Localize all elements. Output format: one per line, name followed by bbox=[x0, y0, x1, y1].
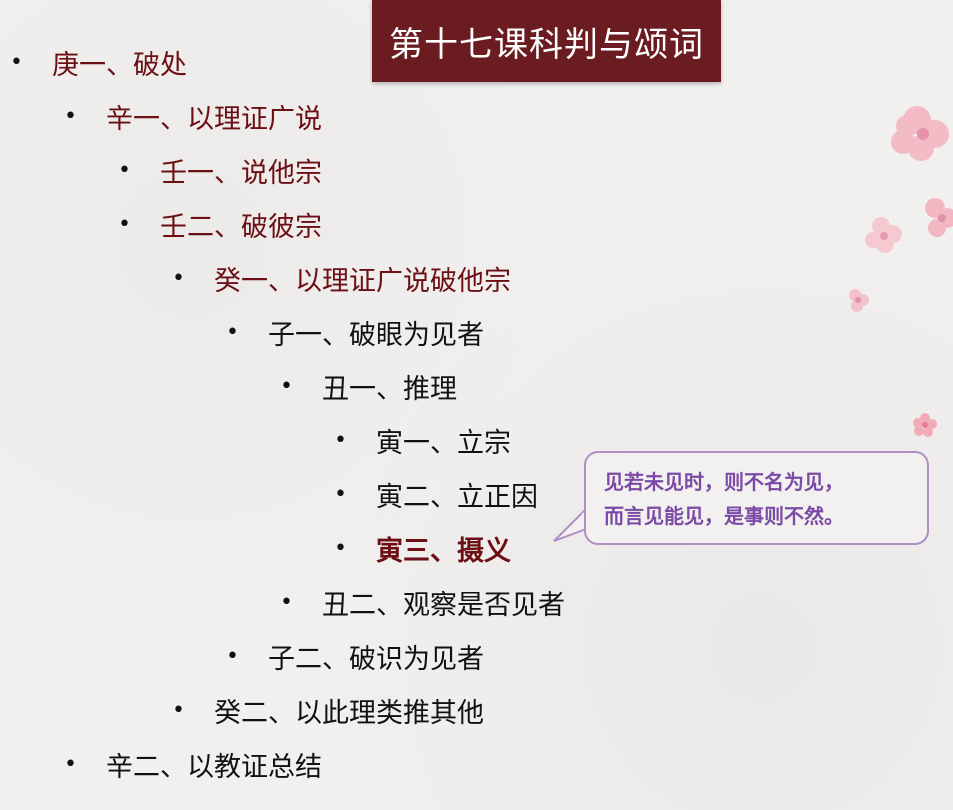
outline-item-label: 癸一、以理证广说破他宗 bbox=[214, 265, 511, 297]
verse-callout: 见若未见时，则不名为见， 而言见能见，是事则不然。 bbox=[584, 451, 929, 545]
verse-line-1: 见若未见时，则不名为见， bbox=[604, 470, 844, 494]
outline-item: • 辛一、以理证广说 bbox=[64, 96, 322, 136]
outline-item-label: 丑二、观察是否见者 bbox=[322, 589, 565, 621]
outline-item-label: 庚一、破处 bbox=[52, 49, 187, 81]
outline-item: • 癸一、以理证广说破他宗 bbox=[172, 258, 511, 298]
outline-item-label: 子二、破识为见者 bbox=[268, 643, 484, 675]
bullet-icon: • bbox=[118, 211, 131, 237]
outline-item-label: 寅一、立宗 bbox=[376, 427, 511, 459]
outline-item-label: 辛二、以教证总结 bbox=[106, 751, 322, 783]
outline-item: • 辛二、以教证总结 bbox=[64, 744, 322, 784]
outline-item: • 丑二、观察是否见者 bbox=[280, 582, 565, 622]
callout-tail-icon bbox=[553, 506, 587, 542]
bullet-icon: • bbox=[280, 373, 293, 399]
bullet-icon: • bbox=[118, 157, 131, 183]
bullet-icon: • bbox=[280, 589, 293, 615]
outline-item-label: 丑一、推理 bbox=[322, 373, 457, 405]
bullet-icon: • bbox=[172, 697, 185, 723]
outline-item: • 壬一、说他宗 bbox=[118, 150, 322, 190]
bullet-icon: • bbox=[226, 643, 239, 669]
outline-item: • 子二、破识为见者 bbox=[226, 636, 484, 676]
outline-item: • 癸二、以此理类推其他 bbox=[172, 690, 484, 730]
outline-item: • 寅一、立宗 bbox=[334, 420, 511, 460]
outline-item-label: 壬一、说他宗 bbox=[160, 157, 322, 189]
bullet-icon: • bbox=[64, 751, 77, 777]
outline-item: • 寅二、立正因 bbox=[334, 474, 538, 514]
outline-item: • 壬二、破彼宗 bbox=[118, 204, 322, 244]
verse-line-2: 而言见能见，是事则不然。 bbox=[604, 504, 844, 528]
bullet-icon: • bbox=[334, 535, 347, 561]
outline-item-label: 寅二、立正因 bbox=[376, 481, 538, 513]
outline-item-label: 辛一、以理证广说 bbox=[106, 103, 322, 135]
outline-item-label: 寅三、摄义 bbox=[376, 535, 511, 567]
slide-title: 第十七课科判与颂词 bbox=[372, 0, 721, 82]
outline-item-label: 癸二、以此理类推其他 bbox=[214, 697, 484, 729]
outline-item-highlight: • 寅三、摄义 bbox=[334, 528, 511, 568]
outline-item: • 丑一、推理 bbox=[280, 366, 457, 406]
outline-item-label: 壬二、破彼宗 bbox=[160, 211, 322, 243]
outline-item-label: 子一、破眼为见者 bbox=[268, 319, 484, 351]
bullet-icon: • bbox=[64, 103, 77, 129]
bullet-icon: • bbox=[172, 265, 185, 291]
outline-item: • 庚一、破处 bbox=[10, 42, 187, 82]
bullet-icon: • bbox=[334, 427, 347, 453]
bullet-icon: • bbox=[334, 481, 347, 507]
small-blossom-icon bbox=[913, 413, 937, 437]
cherry-blossom-decoration bbox=[849, 106, 953, 312]
bullet-icon: • bbox=[226, 319, 239, 345]
outline-item: • 子一、破眼为见者 bbox=[226, 312, 484, 352]
bullet-icon: • bbox=[10, 49, 23, 75]
